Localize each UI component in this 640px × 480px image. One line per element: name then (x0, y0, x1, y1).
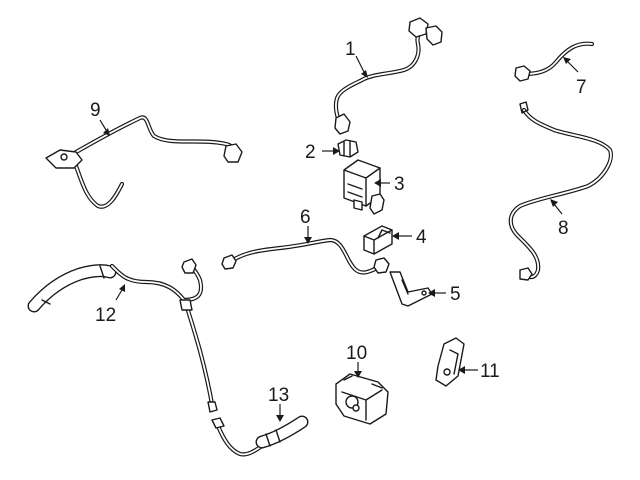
part-5-bracket[interactable] (389, 271, 433, 307)
part-6-hose[interactable] (221, 237, 390, 275)
part-3-valve[interactable] (343, 159, 385, 215)
callout-11: 11 (458, 361, 500, 382)
callout-5: 5 (428, 284, 461, 305)
callout-10: 10 (346, 343, 367, 378)
callout-8-label: 8 (558, 218, 569, 239)
callout-2: 2 (305, 142, 340, 163)
part-1-hose[interactable] (333, 17, 443, 135)
callout-6-label: 6 (300, 207, 311, 228)
callout-8: 8 (550, 199, 569, 239)
part-12-hose[interactable] (27, 258, 218, 413)
part-10-pump[interactable] (335, 373, 389, 425)
callout-7-label: 7 (576, 77, 587, 98)
part-9-hose[interactable] (45, 115, 243, 209)
part-4-sensor[interactable] (363, 225, 393, 255)
callout-7: 7 (563, 57, 587, 98)
callout-4: 4 (392, 227, 427, 248)
callout-9-label: 9 (90, 100, 101, 121)
callout-1-label: 1 (345, 39, 356, 60)
callout-3: 3 (374, 174, 405, 195)
callout-6: 6 (300, 207, 312, 244)
callout-3-label: 3 (394, 174, 405, 195)
callout-9: 9 (90, 100, 110, 136)
callout-12-label: 12 (95, 305, 116, 326)
callout-13: 13 (268, 385, 289, 422)
callout-13-label: 13 (268, 385, 289, 406)
part-11-bracket[interactable] (435, 337, 465, 387)
callout-11-label: 11 (480, 361, 500, 382)
part-7-hose[interactable] (514, 41, 595, 82)
part-8-hose[interactable] (508, 101, 613, 281)
part-13-hose[interactable] (211, 415, 309, 457)
callout-2-label: 2 (305, 142, 316, 163)
callout-5-label: 5 (450, 284, 461, 305)
callout-1: 1 (345, 39, 368, 78)
callout-4-label: 4 (416, 227, 427, 248)
callout-12: 12 (95, 284, 125, 326)
part-2-fitting[interactable] (337, 139, 359, 158)
callout-10-label: 10 (346, 343, 367, 364)
